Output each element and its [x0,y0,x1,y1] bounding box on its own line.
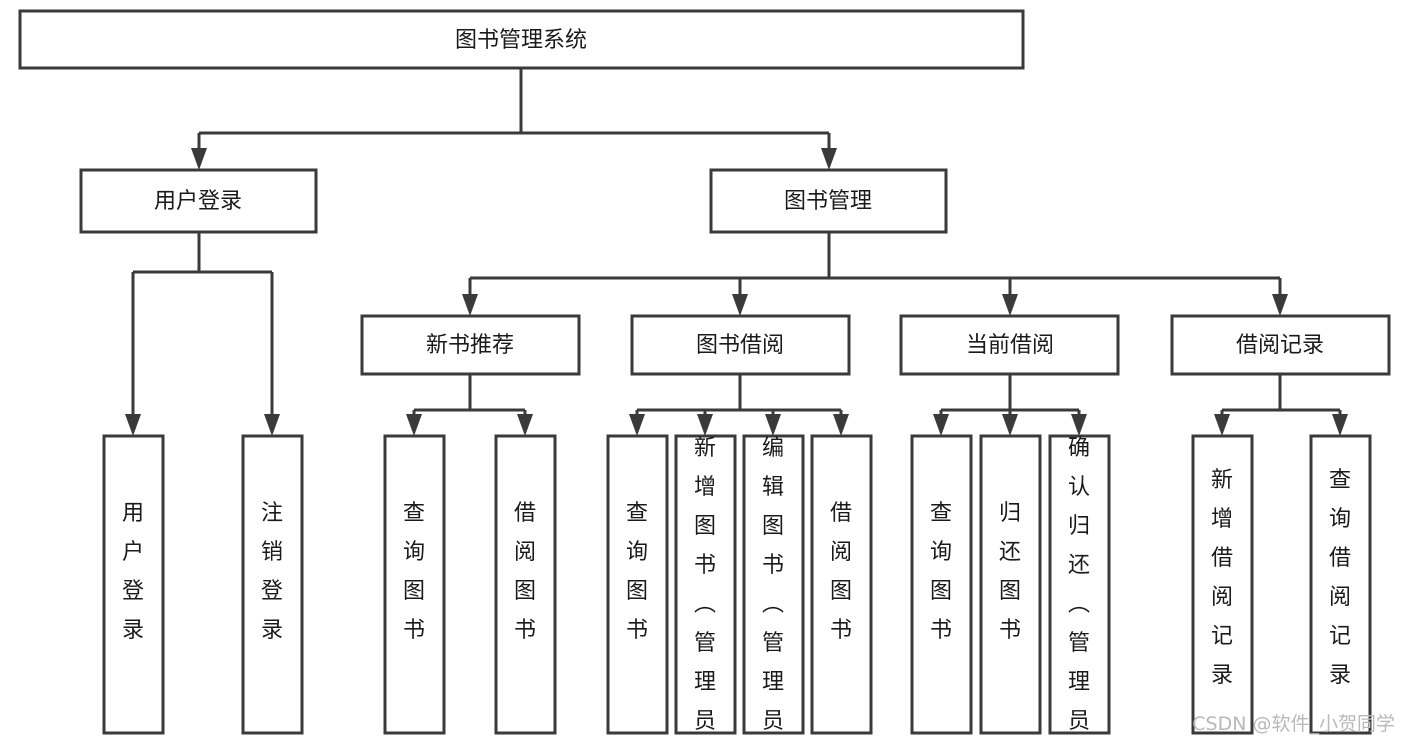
arrow-to-leaf-query-book-2 [629,414,645,436]
node-book-manage[interactable]: 图书管理 [709,168,948,234]
csdn-watermark: CSDN @软件_小贺同学 [1192,713,1395,735]
node-leaf-borrow-book-2[interactable]: 借阅图书 [810,434,873,735]
node-book-borrow-label: 图书借阅 [696,333,784,358]
node-leaf-logout-login[interactable]: 注销登录 [241,434,304,735]
node-root-box[interactable] [18,9,1025,70]
arrow-to-leaf-query-book-3 [933,414,949,436]
node-leaf-confirm-return[interactable]: 确认归还︵管理员︶ [1048,434,1111,747]
arrow-to-leaf-borrow-book-1 [517,414,533,436]
node-new-book-recommend-label: 新书推荐 [426,333,514,358]
node-book-manage-label: 图书管理 [784,189,872,214]
node-leaf-borrow-book-1[interactable]: 借阅图书 [494,434,557,735]
node-leaf-query-record-box[interactable] [1309,434,1372,735]
arrow-to-current-borrow [1002,294,1018,316]
node-leaf-borrow-book-1-label: 借阅图书 [514,501,536,643]
arrow-to-leaf-user-login [125,414,141,436]
node-leaf-add-book-box[interactable] [674,434,737,735]
node-leaf-add-record-label: 新增借阅记录 [1211,468,1233,688]
arrow-to-user-login [191,148,207,170]
arrow-to-book-borrow [732,294,748,316]
node-user-login-label: 用户登录 [154,189,242,214]
node-leaf-add-record-box[interactable] [1191,434,1254,735]
node-leaf-query-record-label: 查询借阅记录 [1329,468,1351,688]
node-user-login-box[interactable] [79,168,318,234]
node-leaf-add-book-label: 新增图书︵管理员︶ [694,436,716,747]
node-current-borrow[interactable]: 当前借阅 [899,314,1120,376]
node-leaf-query-book-1-label: 查询图书 [403,501,425,643]
node-book-borrow-box[interactable] [630,314,851,376]
arrow-to-new-book-recommend [462,294,478,316]
node-leaf-query-book-1-box[interactable] [383,434,446,735]
node-root[interactable]: 图书管理系统 [18,9,1025,70]
arrow-to-leaf-return-book [1002,414,1018,436]
node-leaf-edit-book[interactable]: 编辑图书︵管理员︶ [742,434,805,747]
node-leaf-confirm-return-label: 确认归还︵管理员︶ [1068,436,1090,747]
node-new-book-recommend[interactable]: 新书推荐 [360,314,581,376]
arrow-to-leaf-add-book [697,414,713,436]
arrow-to-leaf-logout-login [264,414,280,436]
node-leaf-query-book-2-label: 查询图书 [626,501,648,643]
node-leaf-user-login-label: 用户登录 [122,501,144,643]
node-borrow-record-box[interactable] [1170,314,1391,376]
arrow-to-leaf-edit-book [765,414,781,436]
node-leaf-return-book[interactable]: 归还图书 [979,434,1042,735]
node-leaf-return-book-label: 归还图书 [999,501,1021,643]
arrow-to-leaf-query-book-1 [406,414,422,436]
node-leaf-logout-login-box[interactable] [241,434,304,735]
node-current-borrow-box[interactable] [899,314,1120,376]
arrow-to-leaf-borrow-book-2 [833,414,849,436]
node-leaf-return-book-box[interactable] [979,434,1042,735]
arrow-to-leaf-query-record [1332,414,1348,436]
node-user-login[interactable]: 用户登录 [79,168,318,234]
node-leaf-user-login[interactable]: 用户登录 [102,434,165,735]
node-leaf-query-book-1[interactable]: 查询图书 [383,434,446,735]
node-leaf-query-record[interactable]: 查询借阅记录 [1309,434,1372,735]
node-leaf-query-book-2[interactable]: 查询图书 [606,434,669,735]
node-leaf-borrow-book-2-box[interactable] [810,434,873,735]
node-new-book-recommend-box[interactable] [360,314,581,376]
node-root-label: 图书管理系统 [455,28,587,53]
node-leaf-user-login-box[interactable] [102,434,165,735]
node-leaf-borrow-book-2-label: 借阅图书 [830,501,852,643]
connector-layer [125,68,1348,436]
node-leaf-query-book-3-box[interactable] [910,434,973,735]
node-book-borrow[interactable]: 图书借阅 [630,314,851,376]
node-leaf-add-record[interactable]: 新增借阅记录 [1191,434,1254,735]
node-leaf-edit-book-box[interactable] [742,434,805,735]
node-leaf-edit-book-label: 编辑图书︵管理员︶ [762,436,784,747]
arrow-to-leaf-add-record [1214,414,1230,436]
node-borrow-record-label: 借阅记录 [1236,333,1324,358]
node-leaf-logout-login-label: 注销登录 [261,501,283,643]
node-leaf-query-book-3[interactable]: 查询图书 [910,434,973,735]
arrow-to-leaf-confirm-return [1071,414,1087,436]
node-book-manage-box[interactable] [709,168,948,234]
node-leaf-borrow-book-1-box[interactable] [494,434,557,735]
node-leaf-query-book-2-box[interactable] [606,434,669,735]
node-current-borrow-label: 当前借阅 [966,333,1054,358]
arrow-to-borrow-record [1272,294,1288,316]
node-leaf-add-book[interactable]: 新增图书︵管理员︶ [674,434,737,747]
arrow-to-book-manage [821,148,837,170]
node-leaf-query-book-3-label: 查询图书 [930,501,952,643]
node-borrow-record[interactable]: 借阅记录 [1170,314,1391,376]
node-leaf-confirm-return-box[interactable] [1048,434,1111,735]
